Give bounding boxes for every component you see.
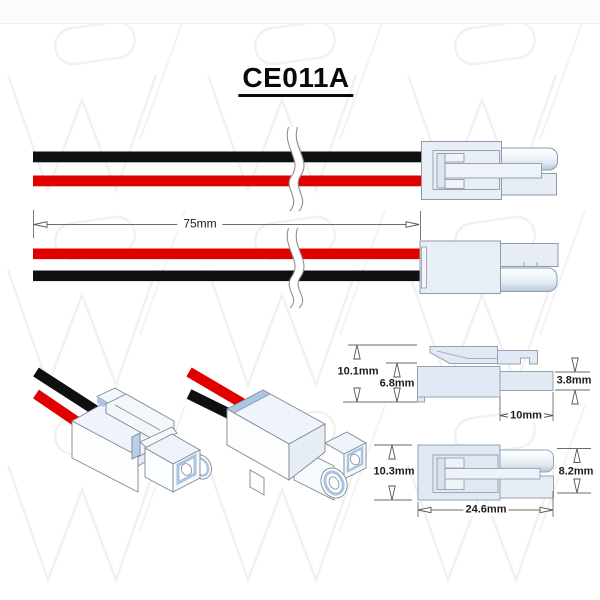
wire-length-label: 75mm <box>177 217 223 231</box>
side-view-overall-height-label: 10.1mm <box>337 365 379 378</box>
side-view-housing-height-label: 6.8mm <box>379 377 415 390</box>
top-view-overall-length-label: 24.6mm <box>463 503 509 517</box>
part-number-title: CE011A <box>238 62 354 97</box>
bottom-red-wire <box>33 248 425 260</box>
connector-side-view-drawing <box>417 346 554 403</box>
plug-3d-black-wire <box>33 367 101 417</box>
side-view-terminal-height-label: 3.8mm <box>556 374 592 387</box>
plug-connector-side <box>421 141 558 200</box>
plug-connector-3d-view <box>33 367 212 493</box>
connector-top-view-drawing <box>417 444 554 501</box>
top-view-overall-height-label: 10.3mm <box>373 465 415 478</box>
wire-break-mark-top <box>286 126 305 212</box>
top-black-wire <box>33 151 425 163</box>
wire-assembly-top <box>33 141 558 200</box>
top-red-wire <box>33 175 425 187</box>
top-view-terminal-height-label: 8.2mm <box>558 465 594 478</box>
wire-break-mark-bottom <box>286 227 305 309</box>
wire-assembly-bottom <box>33 240 559 294</box>
receptacle-connector-3d-view <box>186 367 367 501</box>
side-view-terminal-length-label: 10mm <box>508 409 544 423</box>
wire-length-dimension <box>33 210 421 240</box>
bottom-black-wire <box>33 270 425 282</box>
receptacle-connector-side <box>419 240 559 294</box>
